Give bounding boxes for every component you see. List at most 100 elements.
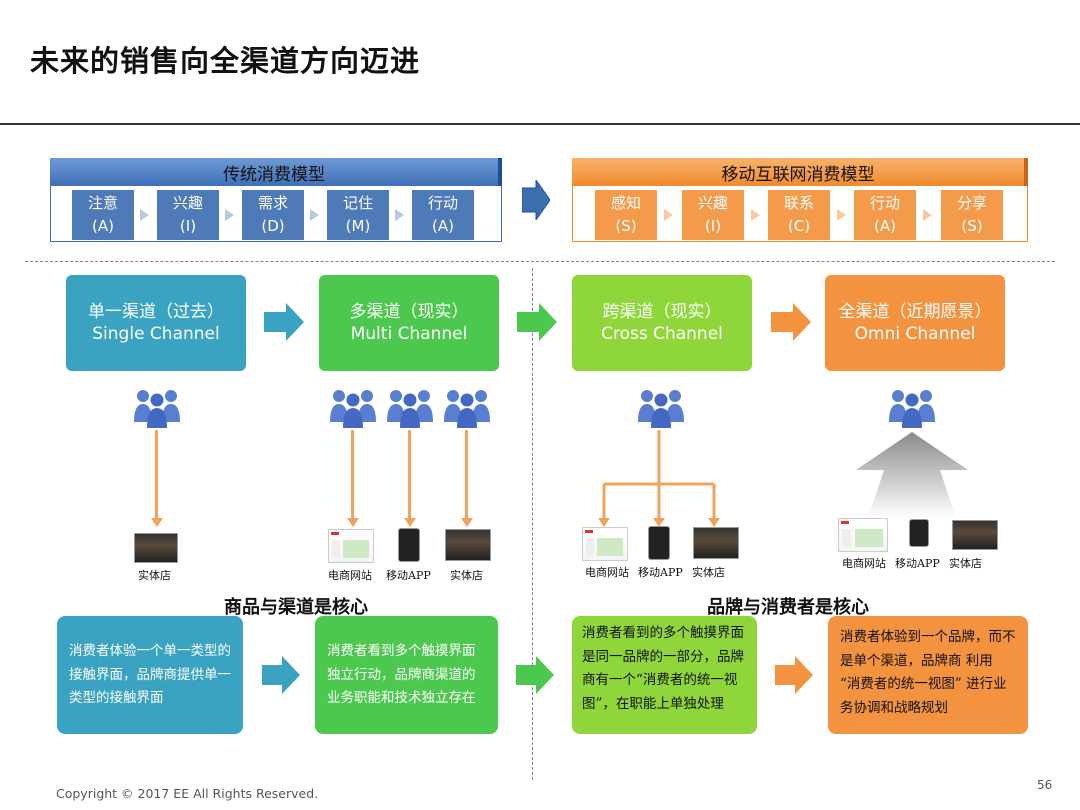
connector-line [351,430,354,520]
step-name: 兴趣 [697,193,728,212]
omni-convergence-arrow-icon [856,432,968,522]
channel-multi: 多渠道（现实） Multi Channel [319,275,499,371]
arrow-head-icon [404,518,416,527]
consumer-group-icon [132,388,182,428]
store-thumbnail [952,520,998,550]
step-code: (C) [787,217,811,235]
app-caption: 移动APP [895,557,940,570]
mobile-step-connect: 联系 (C) [768,190,830,240]
step-arrow-icon [225,209,234,221]
step-code: (S) [615,217,637,235]
store-caption: 实体店 [949,557,982,570]
app-caption: 移动APP [638,566,683,579]
consumer-group-icon [328,388,378,428]
description-multi: 消费者看到多个触摸界面独立行动，品牌商渠道的业务职能和技术独立存在 [315,616,498,734]
step-code: (D) [261,217,285,235]
trad-step-action: 行动 (A) [412,190,474,240]
copyright-notice: Copyright © 2017 EE All Rights Reserved. [56,786,319,801]
channel-en-label: Omni Channel [854,324,976,344]
mobile-app-thumbnail [398,528,420,562]
core-heading-right: 品牌与消费者是核心 [707,597,869,618]
step-name: 需求 [257,193,288,212]
consumer-group-icon [636,388,686,428]
step-arrow-icon [140,209,149,221]
store-caption: 实体店 [692,566,725,579]
arrow-head-icon [151,518,163,527]
right-arrow-icon [516,656,554,694]
trad-step-memory: 记住 (M) [327,190,389,240]
title-divider [0,123,1080,125]
consumer-group-icon [385,388,435,428]
website-thumbnail [328,529,374,563]
store-thumbnail [693,527,739,559]
step-code: (M) [345,217,371,235]
step-name: 兴趣 [172,193,203,212]
step-arrow-icon [923,209,932,221]
vertical-dashed-divider [532,268,533,780]
arrow-head-icon [347,518,359,527]
right-arrow-icon [775,656,813,694]
mobile-model-frame [572,158,1028,242]
channel-cn-label: 多渠道（现实） [349,301,469,322]
mobile-model-header: 移动互联网消费模型 [572,158,1028,186]
website-caption: 电商网站 [328,569,372,582]
description-cross: 消费者看到的多个触摸界面是同一品牌的一部分，品牌商有一个“消费者的统一视图”，在… [572,616,757,734]
website-thumbnail [582,527,628,561]
step-code: (A) [92,217,114,235]
store-caption: 实体店 [450,569,483,582]
website-caption: 电商网站 [585,566,629,579]
channel-en-label: Multi Channel [350,324,468,344]
step-arrow-icon [751,209,760,221]
step-code: (A) [432,217,454,235]
channel-cn-label: 单一渠道（过去） [88,301,224,322]
connector-line [465,430,468,520]
right-arrow-icon [517,303,557,341]
description-single: 消费者体验一个单一类型的接触界面，品牌商提供单一类型的接触界面 [57,616,243,734]
consumer-group-icon [887,388,937,428]
step-name: 联系 [783,193,814,212]
step-name: 分享 [956,193,987,212]
step-arrow-icon [837,209,846,221]
right-arrow-icon [262,656,300,694]
website-thumbnail [838,518,888,552]
mobile-app-thumbnail [909,519,929,547]
step-arrow-icon [395,209,404,221]
channel-cn-label: 全渠道（近期愿景） [838,301,992,322]
step-name: 记住 [342,193,373,212]
step-code: (I) [704,217,722,235]
channel-en-label: Cross Channel [601,324,723,344]
description-omni: 消费者体验到一个品牌，而不是单个渠道，品牌商 利用 “消费者的统一视图” 进行业… [828,616,1028,734]
right-arrow-icon [771,303,811,341]
trad-step-attention: 注意 (A) [72,190,134,240]
mobile-app-thumbnail [648,526,670,560]
step-name: 感知 [610,193,641,212]
trad-step-interest: 兴趣 (I) [157,190,219,240]
step-code: (A) [874,217,896,235]
mobile-step-action: 行动 (A) [854,190,916,240]
trad-step-desire: 需求 (D) [242,190,304,240]
cross-channel-connector [598,430,722,532]
step-name: 注意 [87,193,118,212]
right-arrow-icon [264,303,304,341]
core-heading-left: 商品与渠道是核心 [224,597,368,618]
consumer-group-icon [442,388,492,428]
channel-single: 单一渠道（过去） Single Channel [66,275,246,371]
channel-cross: 跨渠道（现实） Cross Channel [572,275,752,371]
step-code: (S) [961,217,983,235]
traditional-model-frame [50,158,502,242]
model-transition-arrow-icon [521,178,551,224]
store-thumbnail [445,529,491,561]
connector-line [408,430,411,520]
channel-cn-label: 跨渠道（现实） [602,301,722,322]
page-number: 56 [1037,778,1053,792]
website-caption: 电商网站 [842,557,886,570]
step-arrow-icon [664,209,673,221]
mobile-step-share: 分享 (S) [941,190,1003,240]
page-title: 未来的销售向全渠道方向迈进 [30,44,421,78]
horizontal-dashed-divider [25,261,1055,262]
arrow-head-icon [461,518,473,527]
step-code: (I) [179,217,197,235]
traditional-model-header: 传统消费模型 [50,158,502,186]
step-name: 行动 [869,193,900,212]
mobile-step-interest: 兴趣 (I) [682,190,744,240]
